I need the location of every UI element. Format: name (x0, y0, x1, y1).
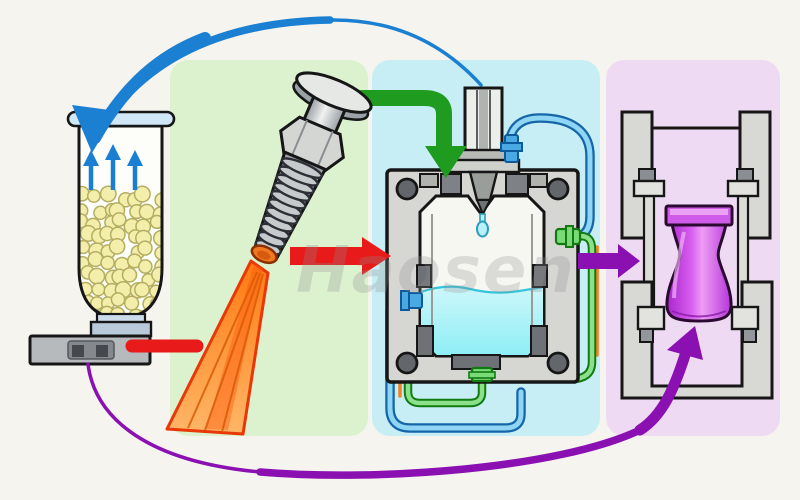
clamp-steps (632, 168, 760, 314)
screw-to-mold-arrow (354, 90, 467, 178)
ejector-ledges (636, 305, 760, 343)
heat-spray (165, 259, 270, 436)
hopper-pedestal (89, 320, 153, 338)
mold-to-part-arrow (578, 244, 640, 278)
cavity-wall-blocks (416, 173, 548, 370)
feed-loop-arrow-blue (72, 16, 483, 153)
mold-corner-bolts (395, 177, 570, 375)
molded-part-ejection (620, 110, 774, 400)
molded-part (664, 204, 734, 323)
heating-extruder-screw (165, 71, 391, 436)
ejection-loop-arrow-purple (86, 326, 703, 479)
dryer-button-left (72, 345, 84, 357)
dryer-button-right (96, 345, 108, 357)
screw-assembly (250, 71, 373, 265)
pipe-fittings (400, 134, 582, 383)
injection-mold-filling (385, 86, 640, 433)
screw-cap (295, 71, 373, 114)
melt-liquid (421, 286, 543, 355)
nozzle-tip (475, 199, 492, 217)
air-flow-up-arrows (83, 144, 143, 190)
melt-transfer-arrow (290, 237, 391, 275)
watermark-text: Haosen (296, 234, 576, 308)
melt-droplet (476, 213, 489, 238)
